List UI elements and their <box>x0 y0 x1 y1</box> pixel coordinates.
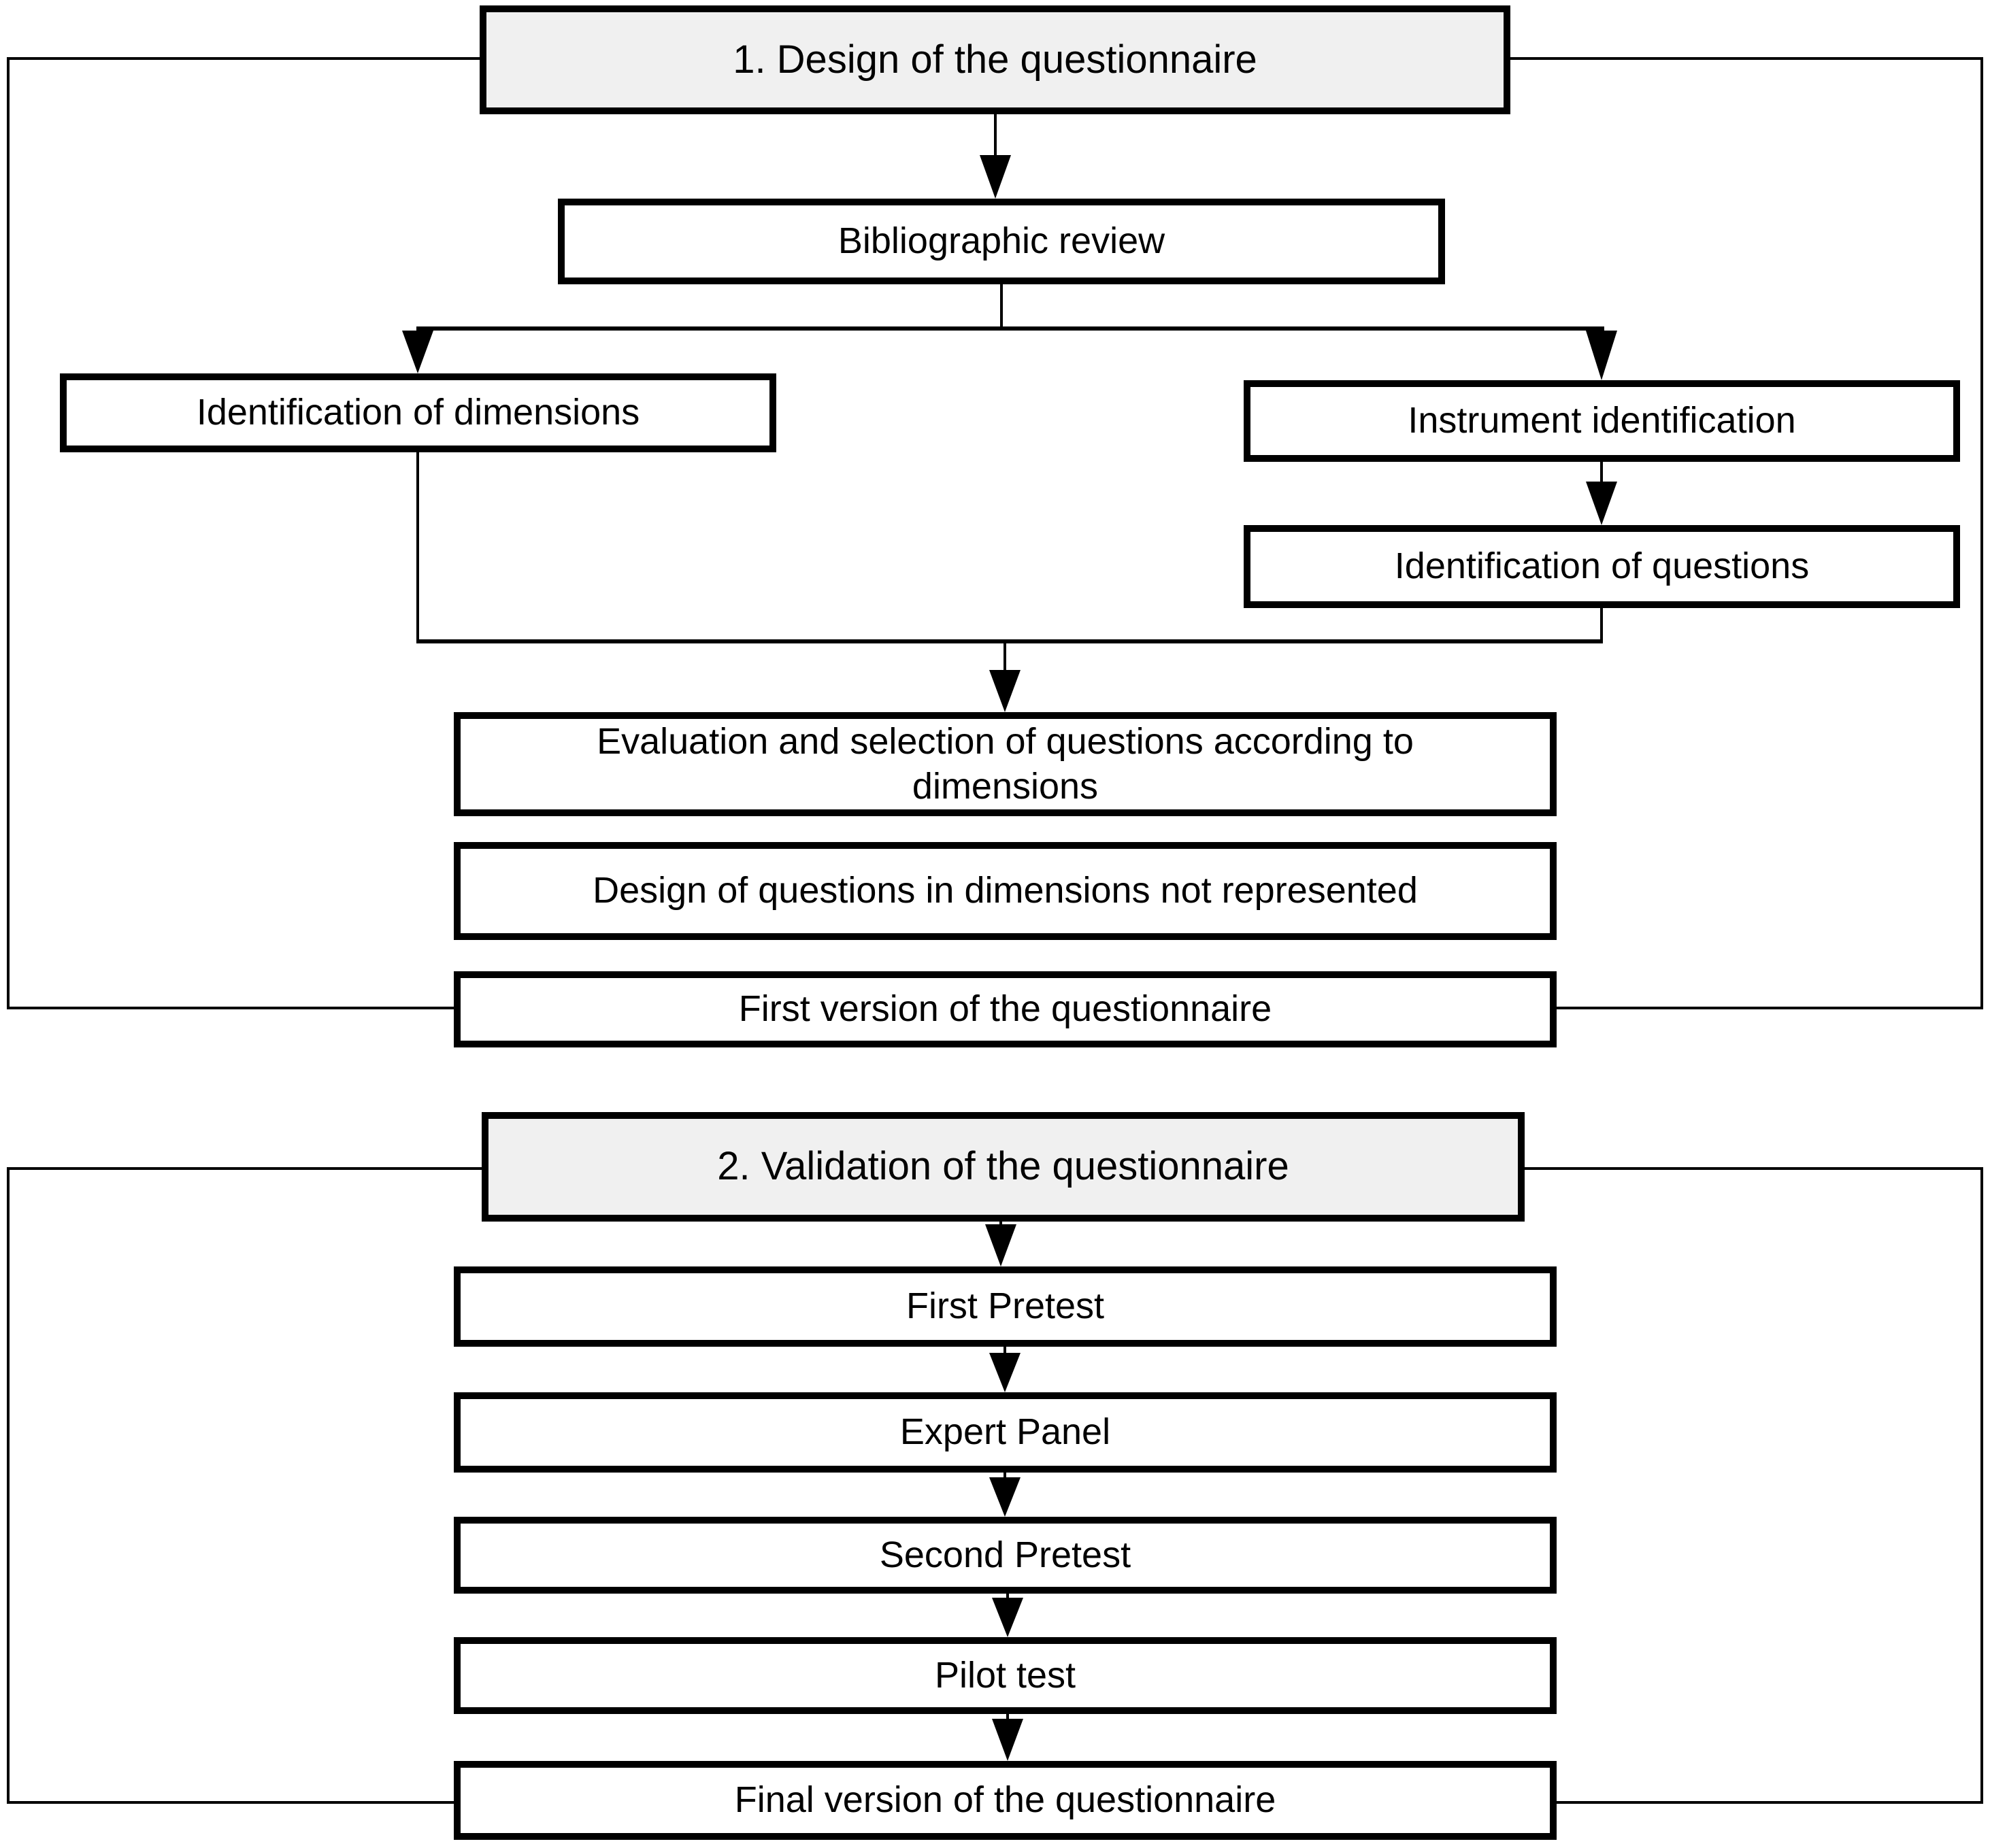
arrow-split-right-icon <box>1586 331 1617 380</box>
section1-title: 1. Design of the questionnaire <box>480 5 1510 114</box>
arrow-title2-firstpretest-icon <box>985 1224 1016 1266</box>
node-pilot-test: Pilot test <box>454 1637 1557 1714</box>
connector-dimensions-down <box>416 452 419 643</box>
node-identification-of-dimensions: Identification of dimensions <box>60 373 776 452</box>
connector-merge-evaluation <box>1004 643 1006 673</box>
node-instrument-identification: Instrument identification <box>1244 380 1960 462</box>
connector-questions-down <box>1600 608 1603 643</box>
arrow-split-left-icon <box>402 331 433 373</box>
node-first-version: First version of the questionnaire <box>454 971 1557 1047</box>
connector-firstpretest-expertpanel <box>1004 1347 1006 1358</box>
arrow-instrument-questions-icon <box>1586 482 1617 525</box>
node-second-pretest: Second Pretest <box>454 1517 1557 1594</box>
node-first-pretest: First Pretest <box>454 1266 1557 1347</box>
connector-bibliographic-stem <box>1000 284 1003 329</box>
connector-title1-bibliographic <box>994 114 997 156</box>
node-identification-of-questions: Identification of questions <box>1244 525 1960 608</box>
connector-split-line <box>416 326 1604 331</box>
connector-instrument-questions <box>1600 462 1603 500</box>
arrow-firstpretest-expertpanel-icon <box>989 1353 1021 1392</box>
arrow-merge-evaluation-icon <box>989 670 1021 712</box>
arrow-title1-bibliographic-icon <box>980 155 1011 199</box>
arrow-secondpretest-pilottest-icon <box>992 1598 1023 1637</box>
node-expert-panel: Expert Panel <box>454 1392 1557 1473</box>
arrow-expertpanel-secondpretest-icon <box>989 1477 1021 1517</box>
connector-merge-line <box>416 639 1603 643</box>
node-final-version: Final version of the questionnaire <box>454 1761 1557 1840</box>
section2-title: 2. Validation of the questionnaire <box>482 1112 1525 1222</box>
node-evaluation-selection: Evaluation and selection of questions ac… <box>454 712 1557 816</box>
node-bibliographic-review: Bibliographic review <box>558 199 1445 284</box>
node-design-of-questions: Design of questions in dimensions not re… <box>454 842 1557 940</box>
arrow-pilottest-finalversion-icon <box>992 1719 1023 1761</box>
